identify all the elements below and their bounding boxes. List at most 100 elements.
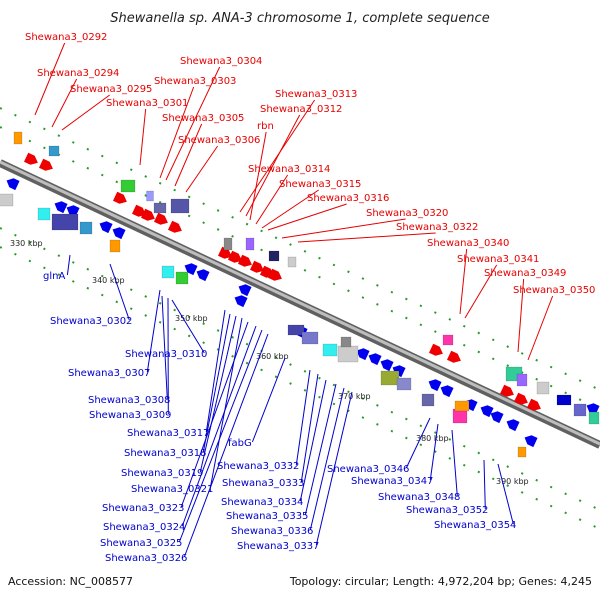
scale-tick-label: 330 kbp: [10, 239, 43, 248]
gene-block: [455, 401, 469, 411]
gene-block: [269, 251, 279, 261]
reverse-gene-label: Shewana3_0336: [231, 526, 313, 537]
leader-line: [452, 430, 457, 496]
leader-line: [528, 296, 553, 360]
reverse-gene-arrow: [438, 383, 453, 397]
leader-line: [186, 146, 218, 192]
gene-block: [338, 346, 358, 362]
leader-line: [282, 219, 406, 238]
scale-tick-label: 390 kbp: [496, 477, 529, 486]
leader-line: [498, 464, 513, 524]
forward-gene-arrow: [429, 344, 445, 359]
leader-line: [298, 233, 436, 242]
gene-block: [110, 240, 120, 252]
gene-block: [154, 203, 166, 213]
leader-line: [172, 300, 204, 353]
reverse-gene-arrow: [426, 377, 441, 391]
gene-block: [537, 382, 549, 394]
reverse-gene-label: Shewana3_0302: [50, 316, 132, 327]
gene-block: [246, 238, 254, 250]
reverse-gene-label: glnA: [43, 271, 65, 282]
reverse-gene-label: Shewana3_0337: [237, 541, 319, 552]
forward-gene-label: Shewana3_0292: [25, 32, 107, 43]
forward-gene-arrow: [154, 213, 170, 228]
forward-gene-label: Shewana3_0316: [307, 193, 389, 204]
forward-gene-arrow: [447, 351, 463, 366]
forward-gene-label: Shewana3_0314: [248, 164, 330, 175]
reverse-gene-arrow: [110, 225, 125, 239]
reverse-gene-label: Shewana3_0348: [378, 492, 460, 503]
gene-block: [518, 447, 526, 457]
forward-gene-label: Shewana3_0303: [154, 76, 236, 87]
reverse-gene-label: Shewana3_0326: [105, 553, 187, 564]
forward-gene-label: Shewana3_0341: [457, 254, 539, 265]
forward-gene-label: Shewana3_0294: [37, 68, 119, 79]
forward-gene-label: Shewana3_0350: [513, 285, 595, 296]
leader-line: [310, 388, 344, 530]
gene-block: [121, 180, 135, 192]
reverse-gene-arrow: [194, 267, 209, 281]
scale-tick-label: 340 kbp: [92, 276, 125, 285]
forward-gene-label: Shewana3_0349: [484, 268, 566, 279]
forward-gene-arrow: [168, 221, 184, 236]
reverse-gene-label: fabG: [228, 438, 252, 449]
leader-line: [184, 334, 268, 557]
gene-block: [224, 238, 232, 250]
leader-line: [268, 204, 347, 230]
leader-line: [110, 264, 129, 320]
forward-gene-label: rbn: [257, 121, 274, 132]
gene-block: [176, 272, 188, 284]
gene-block: [38, 208, 50, 220]
reverse-gene-label: Shewana3_0332: [217, 461, 299, 472]
reverse-gene-label: Shewana3_0347: [351, 476, 433, 487]
reverse-gene-label: Shewana3_0323: [102, 503, 184, 514]
leader-line: [484, 460, 485, 509]
reverse-gene-label: Shewana3_0324: [103, 522, 185, 533]
reverse-gene-label: Shewana3_0319: [121, 468, 203, 479]
reverse-gene-arrow: [378, 357, 393, 371]
reverse-gene-arrow: [97, 219, 112, 233]
forward-gene-label: Shewana3_0295: [70, 84, 152, 95]
forward-gene-label: Shewana3_0304: [180, 56, 262, 67]
forward-gene-arrow: [113, 192, 129, 207]
leader-line: [252, 358, 285, 442]
gene-block: [557, 395, 571, 405]
forward-gene-label: Shewana3_0305: [162, 113, 244, 124]
accession-text: Accession: NC_008577: [8, 575, 133, 588]
gene-block: [52, 214, 78, 230]
gene-block: [422, 394, 434, 406]
reverse-gene-label: Shewana3_0318: [124, 448, 206, 459]
forward-gene-arrow: [24, 153, 40, 168]
reverse-gene-label: Shewana3_0310: [125, 349, 207, 360]
reverse-gene-arrow: [504, 417, 519, 431]
gene-block: [397, 378, 411, 390]
reverse-gene-label: Shewana3_0317: [127, 428, 209, 439]
gene-block: [288, 325, 304, 335]
reverse-gene-label: Shewana3_0335: [226, 511, 308, 522]
forward-gene-label: Shewana3_0320: [366, 208, 448, 219]
gene-block: [381, 371, 399, 385]
forward-gene-label: Shewana3_0322: [396, 222, 478, 233]
gene-block: [14, 132, 22, 144]
gene-block: [574, 404, 586, 416]
forward-gene-label: Shewana3_0306: [178, 135, 260, 146]
gene-block: [0, 194, 13, 206]
genome-summary-text: Topology: circular; Length: 4,972,204 bp…: [289, 575, 592, 588]
leader-line: [35, 43, 65, 115]
reverse-gene-label: Shewana3_0333: [222, 478, 304, 489]
gene-block: [302, 332, 318, 344]
reverse-gene-arrow: [366, 351, 381, 365]
gene-block: [341, 337, 351, 347]
gene-block: [323, 344, 337, 356]
forward-gene-label: Shewana3_0301: [106, 98, 188, 109]
scale-tick-label: 350 kbp: [175, 314, 208, 323]
reverse-gene-label: Shewana3_0334: [221, 497, 303, 508]
gene-block: [517, 374, 527, 386]
reverse-gene-label: Shewana3_0307: [68, 368, 150, 379]
gene-block: [49, 146, 59, 156]
page-title: Shewanella sp. ANA-3 chromosome 1, compl…: [110, 11, 489, 26]
reverse-gene-arrow: [4, 176, 19, 190]
forward-gene-label: Shewana3_0313: [275, 89, 357, 100]
gene-block: [171, 199, 189, 213]
